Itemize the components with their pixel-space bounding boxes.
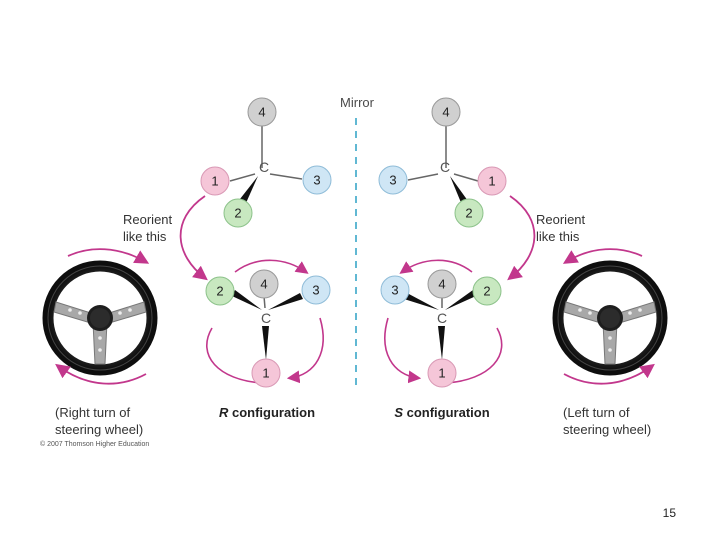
atom-label: 3 [391,283,398,298]
mirror-label: Mirror [340,95,375,110]
copyright-notice: © 2007 Thomson Higher Education [40,440,149,448]
atom-label: 2 [465,206,472,221]
steering-wheel-icon [552,260,668,376]
molecule-s-configuration: 4 3 2 1 C [380,259,503,388]
rotation-arrow [55,363,147,385]
atom-label: 4 [258,105,265,120]
atom-label: 4 [442,105,449,120]
atom-label: 3 [313,173,320,188]
atom-label: 2 [234,206,241,221]
reorient-label-right: like this [536,229,580,244]
r-configuration-label: R configuration [219,405,315,420]
molecule-top-right: 4 3 1 2 C [378,97,507,228]
page-number: 15 [662,506,676,520]
atom-label: 2 [216,284,223,299]
reorient-label-left: like this [123,229,167,244]
reorient-arrow-right [507,195,536,281]
caption-left: (Right turn of [55,405,131,420]
atom-label: 3 [312,283,319,298]
atom-label: 1 [262,366,269,381]
carbon-label: C [440,159,450,175]
molecule-top-left: 4 1 3 2 C [200,97,332,228]
carbon-label: C [259,159,269,175]
atom-label: 4 [260,277,267,292]
s-configuration-label: S configuration [394,405,489,420]
caption-left: steering wheel) [55,422,143,437]
reorient-arrow-left [179,195,208,281]
atom-label: 2 [483,284,490,299]
rotation-arrow [67,248,150,264]
reorient-label-right: Reorient [536,212,586,227]
atom-label: 1 [438,366,445,381]
atom-label: 4 [438,277,445,292]
atom-label: 1 [211,174,218,189]
steering-wheel-icon [42,260,158,376]
carbon-label: C [261,310,271,326]
carbon-label: C [437,310,447,326]
rotation-arrow [562,248,643,264]
rotation-arrow [563,363,655,385]
atom-label: 3 [389,173,396,188]
caption-right: (Left turn of [563,405,630,420]
reorient-label-left: Reorient [123,212,173,227]
caption-right: steering wheel) [563,422,651,437]
molecule-r-configuration: 4 2 3 1 C [205,259,331,388]
atom-label: 1 [488,174,495,189]
